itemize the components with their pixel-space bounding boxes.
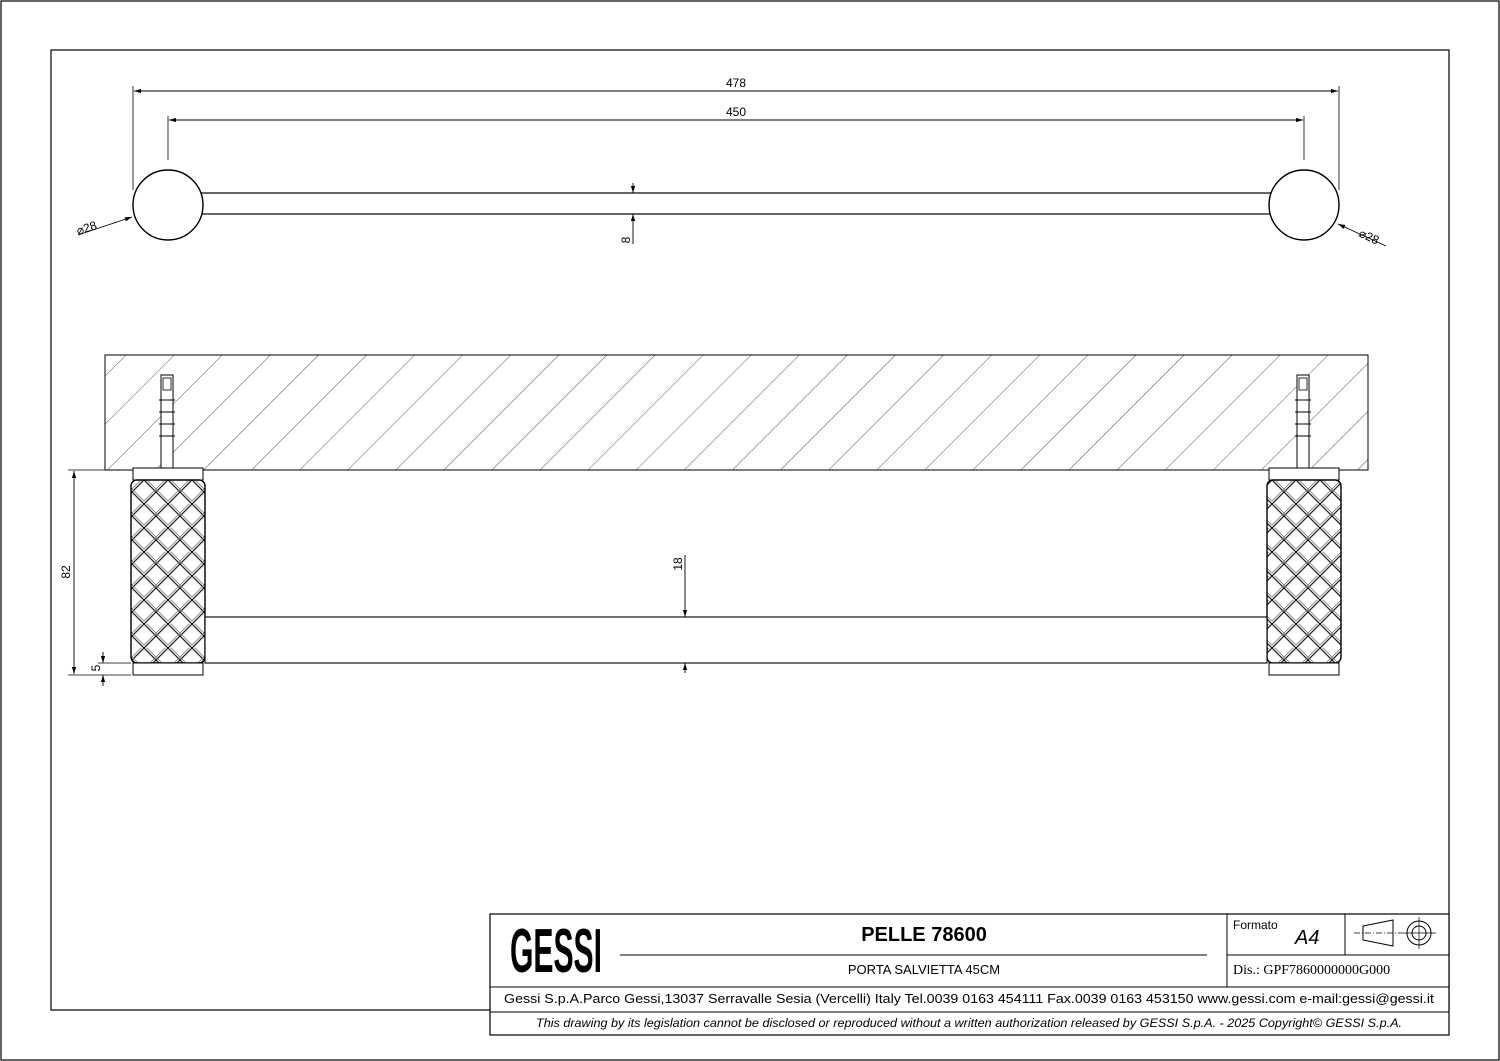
product-description: PORTA SALVIETTA 45CM [848, 962, 1000, 977]
copyright-notice: This drawing by its legislation cannot b… [536, 1018, 1402, 1030]
drawing-number: Dis.: GPF7860000000G000 [1233, 963, 1390, 978]
left-post [130, 467, 206, 676]
top-view: 478 450 8 ⌀28 ⌀28 [75, 76, 1387, 248]
company-address: Gessi S.p.A.Parco Gessi,13037 Serravalle… [504, 992, 1435, 1006]
gessi-logo: GESSI [510, 917, 602, 986]
dim-base: 5 [89, 664, 103, 671]
dim-right-diameter: ⌀28 [1357, 226, 1382, 248]
dim-height: 82 [59, 565, 73, 579]
dim-bar-offset: 18 [671, 557, 685, 571]
projection-symbol-icon [1354, 917, 1436, 949]
right-post [1266, 467, 1342, 676]
left-knob-top [132, 169, 204, 241]
right-wall-anchor [1295, 374, 1311, 469]
format-value: A4 [1294, 927, 1319, 949]
dim-overall-length: 478 [726, 76, 746, 90]
title-block: GESSI PELLE 78600 PORTA SALVIETTA 45CM F… [489, 913, 1450, 1036]
left-wall-anchor [159, 374, 175, 469]
format-label: Formato [1233, 918, 1278, 932]
wall-section [104, 354, 1369, 471]
right-knob-top [1268, 169, 1340, 241]
dim-center-distance: 450 [726, 105, 746, 119]
product-name: PELLE 78600 [861, 924, 987, 946]
towel-bar-side [204, 616, 1268, 664]
side-view: 82 5 18 [59, 354, 1369, 686]
towel-bar-top [189, 192, 1281, 215]
dim-bar-diameter: 8 [619, 236, 633, 243]
dim-left-diameter: ⌀28 [75, 218, 99, 238]
